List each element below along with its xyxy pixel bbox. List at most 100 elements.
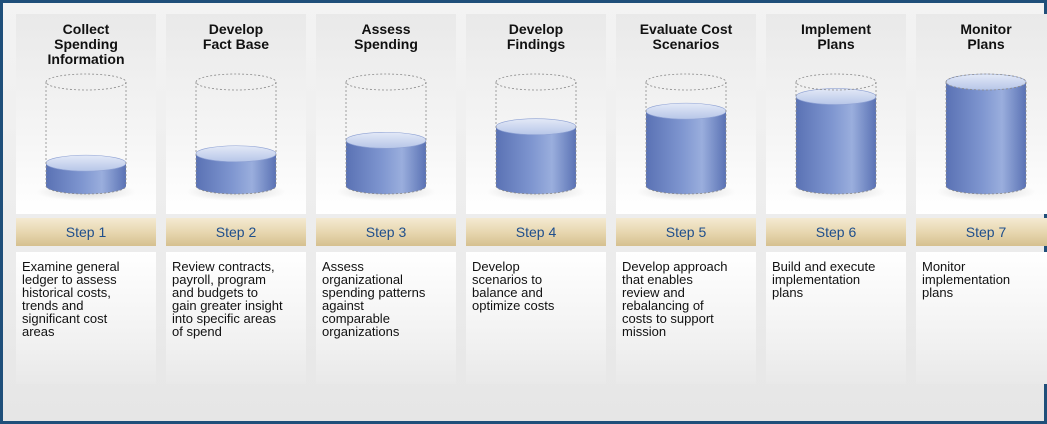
liquid-body <box>946 82 1026 194</box>
liquid-surface <box>45 154 127 172</box>
glass-rim <box>345 73 427 91</box>
description-line: into specific areas <box>172 311 277 326</box>
description-line: Develop <box>472 259 520 274</box>
step-label: Step 7 <box>916 218 1047 246</box>
description-line: trends and <box>22 298 84 313</box>
liquid-body <box>346 140 426 194</box>
description-bg <box>916 252 1047 384</box>
step-label: Step 4 <box>466 218 606 246</box>
glass-outline <box>495 82 577 186</box>
step-title-line: Monitor <box>960 21 1012 37</box>
step-title-line: Implement <box>800 21 871 37</box>
description-line: Examine general <box>22 259 120 274</box>
description-line: historical costs, <box>22 285 111 300</box>
liquid-surface <box>345 131 427 149</box>
glass-rim <box>495 73 577 91</box>
description-line: implementation <box>922 272 1011 287</box>
glass-base <box>495 185 577 195</box>
step-label: Step 3 <box>316 218 456 246</box>
level-cylinder <box>786 73 886 201</box>
step-label: Step 5 <box>616 218 756 246</box>
liquid-surface <box>645 102 727 120</box>
description-line: Monitor <box>922 259 966 274</box>
description-line: gain greater insight <box>172 298 283 313</box>
step-label: Step 1 <box>16 218 156 246</box>
description-line: spending patterns <box>322 285 426 300</box>
liquid-body <box>646 111 726 194</box>
step-title-line: Findings <box>506 36 566 52</box>
glass-outline <box>45 82 127 186</box>
step-title-line: Spending <box>354 36 418 52</box>
glass-rim <box>795 73 877 91</box>
step-title-line: Develop <box>508 21 564 37</box>
liquid-body <box>496 126 576 194</box>
step-title-line: Plans <box>817 36 855 52</box>
description-line: organizational <box>322 272 403 287</box>
glass-outline <box>345 82 427 186</box>
glass-base <box>345 185 427 195</box>
description-line: rebalancing of <box>622 298 704 313</box>
description-line: optimize costs <box>472 298 555 313</box>
glass-rim <box>195 73 277 91</box>
description-line: comparable <box>322 311 390 326</box>
glass-rim <box>45 73 127 91</box>
description-line: against <box>322 298 364 313</box>
description-line: areas <box>22 324 55 339</box>
description-bg <box>316 252 456 384</box>
glass-base <box>195 185 277 195</box>
step-title-line: Spending <box>54 36 118 52</box>
glass-base <box>795 185 877 195</box>
description-line: of spend <box>172 324 222 339</box>
description-line: review and <box>622 285 685 300</box>
description-line: Review contracts, <box>172 259 275 274</box>
level-cylinder <box>36 73 136 201</box>
glass-rim <box>945 73 1027 91</box>
description-line: Develop approach <box>622 259 728 274</box>
description-line: that enables <box>622 272 693 287</box>
description-bg <box>466 252 606 384</box>
step-title-line: Scenarios <box>652 36 720 52</box>
description-bg <box>766 252 906 384</box>
glass-base <box>945 185 1027 195</box>
description-bg <box>166 252 306 384</box>
description-line: Assess <box>322 259 364 274</box>
description-line: organizations <box>322 324 400 339</box>
description-bg <box>616 252 756 384</box>
glass-outline <box>945 82 1027 186</box>
description-line: Build and execute <box>772 259 876 274</box>
step-title-line: Evaluate Cost <box>639 21 733 37</box>
description-line: plans <box>772 285 804 300</box>
glass-rim <box>645 73 727 91</box>
description-line: scenarios to <box>472 272 543 287</box>
level-cylinder <box>186 73 286 201</box>
liquid-surface <box>795 88 877 105</box>
glass-outline <box>195 82 277 186</box>
level-cylinder <box>936 73 1036 201</box>
liquid-surface <box>495 118 577 136</box>
glass-base <box>45 185 127 195</box>
description-line: balance and <box>472 285 543 300</box>
step-title-line: Plans <box>967 36 1005 52</box>
glass-outline <box>645 82 727 186</box>
step-title-line: Assess <box>361 21 411 37</box>
liquid-body <box>46 163 126 194</box>
